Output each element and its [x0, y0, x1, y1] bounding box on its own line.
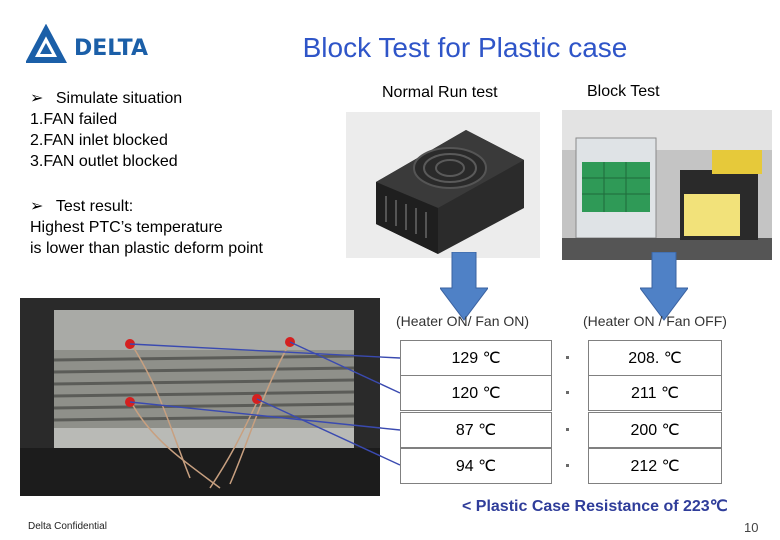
confidential-label: Delta Confidential — [28, 521, 107, 532]
simulate-item: 3.FAN outlet blocked — [30, 153, 178, 170]
result-block: ➢ Test result: Highest PTC’s temperature… — [30, 196, 330, 259]
block-temp-cell: 208. ℃ — [588, 340, 722, 376]
normal-temp-cell: 94 ℃ — [400, 448, 552, 484]
simulate-header-row: ➢ Simulate situation — [30, 88, 290, 109]
simulate-item: 2.FAN inlet blocked — [30, 132, 168, 149]
separator-dot — [566, 464, 569, 467]
result-header: Test result: — [55, 198, 134, 215]
normal-caption: (Heater ON/ Fan ON) — [396, 313, 530, 329]
simulate-item: 1.FAN failed — [30, 111, 118, 128]
arrow-bullet-icon: ➢ — [30, 198, 44, 215]
logo-text: DELTA — [74, 36, 148, 61]
normal-temp-cell: 87 ℃ — [400, 412, 552, 448]
result-header-row: ➢ Test result: — [30, 196, 330, 217]
down-arrow-icon — [640, 252, 688, 321]
down-arrow-icon — [440, 252, 488, 321]
page-number: 10 — [744, 520, 759, 535]
block-temp-cell: 200 ℃ — [588, 412, 722, 448]
normal-temp-cell: 129 ℃ — [400, 340, 552, 376]
fan-case-photo — [346, 112, 540, 258]
resistance-note: < Plastic Case Resistance of 223℃ — [462, 498, 728, 515]
delta-triangle-icon — [25, 23, 67, 63]
simulate-block: ➢ Simulate situation 1.FAN failed 2.FAN … — [30, 88, 290, 172]
normal-run-title: Normal Run test — [382, 84, 498, 101]
block-temp-cell: 211 ℃ — [588, 375, 722, 411]
result-line: is lower than plastic deform point — [30, 240, 263, 257]
heater-photo — [20, 298, 380, 496]
block-test-photo — [562, 110, 772, 260]
block-caption: (Heater ON / Fan OFF) — [583, 313, 727, 329]
separator-dot — [566, 356, 569, 359]
block-temp-cell: 212 ℃ — [588, 448, 722, 484]
simulate-header: Simulate situation — [55, 90, 183, 107]
delta-logo: DELTA — [25, 23, 150, 66]
arrow-bullet-icon: ➢ — [30, 90, 44, 107]
separator-dot — [566, 428, 569, 431]
slide-title: Block Test for Plastic case — [302, 32, 628, 63]
block-test-title: Block Test — [587, 83, 660, 100]
separator-dot — [566, 391, 569, 394]
result-line: Highest PTC’s temperature — [30, 219, 223, 236]
normal-temp-cell: 120 ℃ — [400, 375, 552, 411]
